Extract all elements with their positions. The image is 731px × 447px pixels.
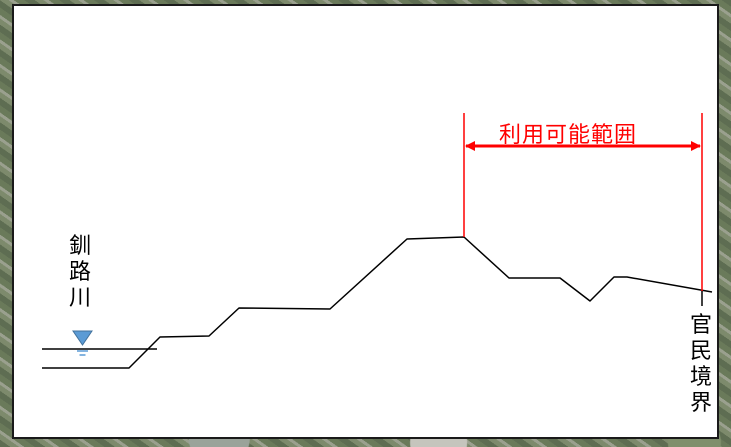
river-name-label: 釧 路 川 [67,234,93,312]
boundary-label-char: 官 [689,313,712,338]
cross-section-diagram: 利用可能範囲 釧 路 川 官 民 境 界 [12,4,719,439]
usable-range-label: 利用可能範囲 [499,123,638,148]
ground-profile-line [42,236,713,369]
boundary-label-char: 界 [689,391,712,416]
boundary-label-char: 境 [689,365,712,390]
public-private-boundary-label: 官 民 境 界 [688,313,714,417]
boundary-label-char: 民 [689,339,712,364]
river-label-char: 川 [68,286,91,311]
river-label-char: 路 [68,260,91,285]
water-level-icon [72,330,93,356]
river-label-char: 釧 [68,234,91,259]
cross-section-svg [42,113,713,369]
